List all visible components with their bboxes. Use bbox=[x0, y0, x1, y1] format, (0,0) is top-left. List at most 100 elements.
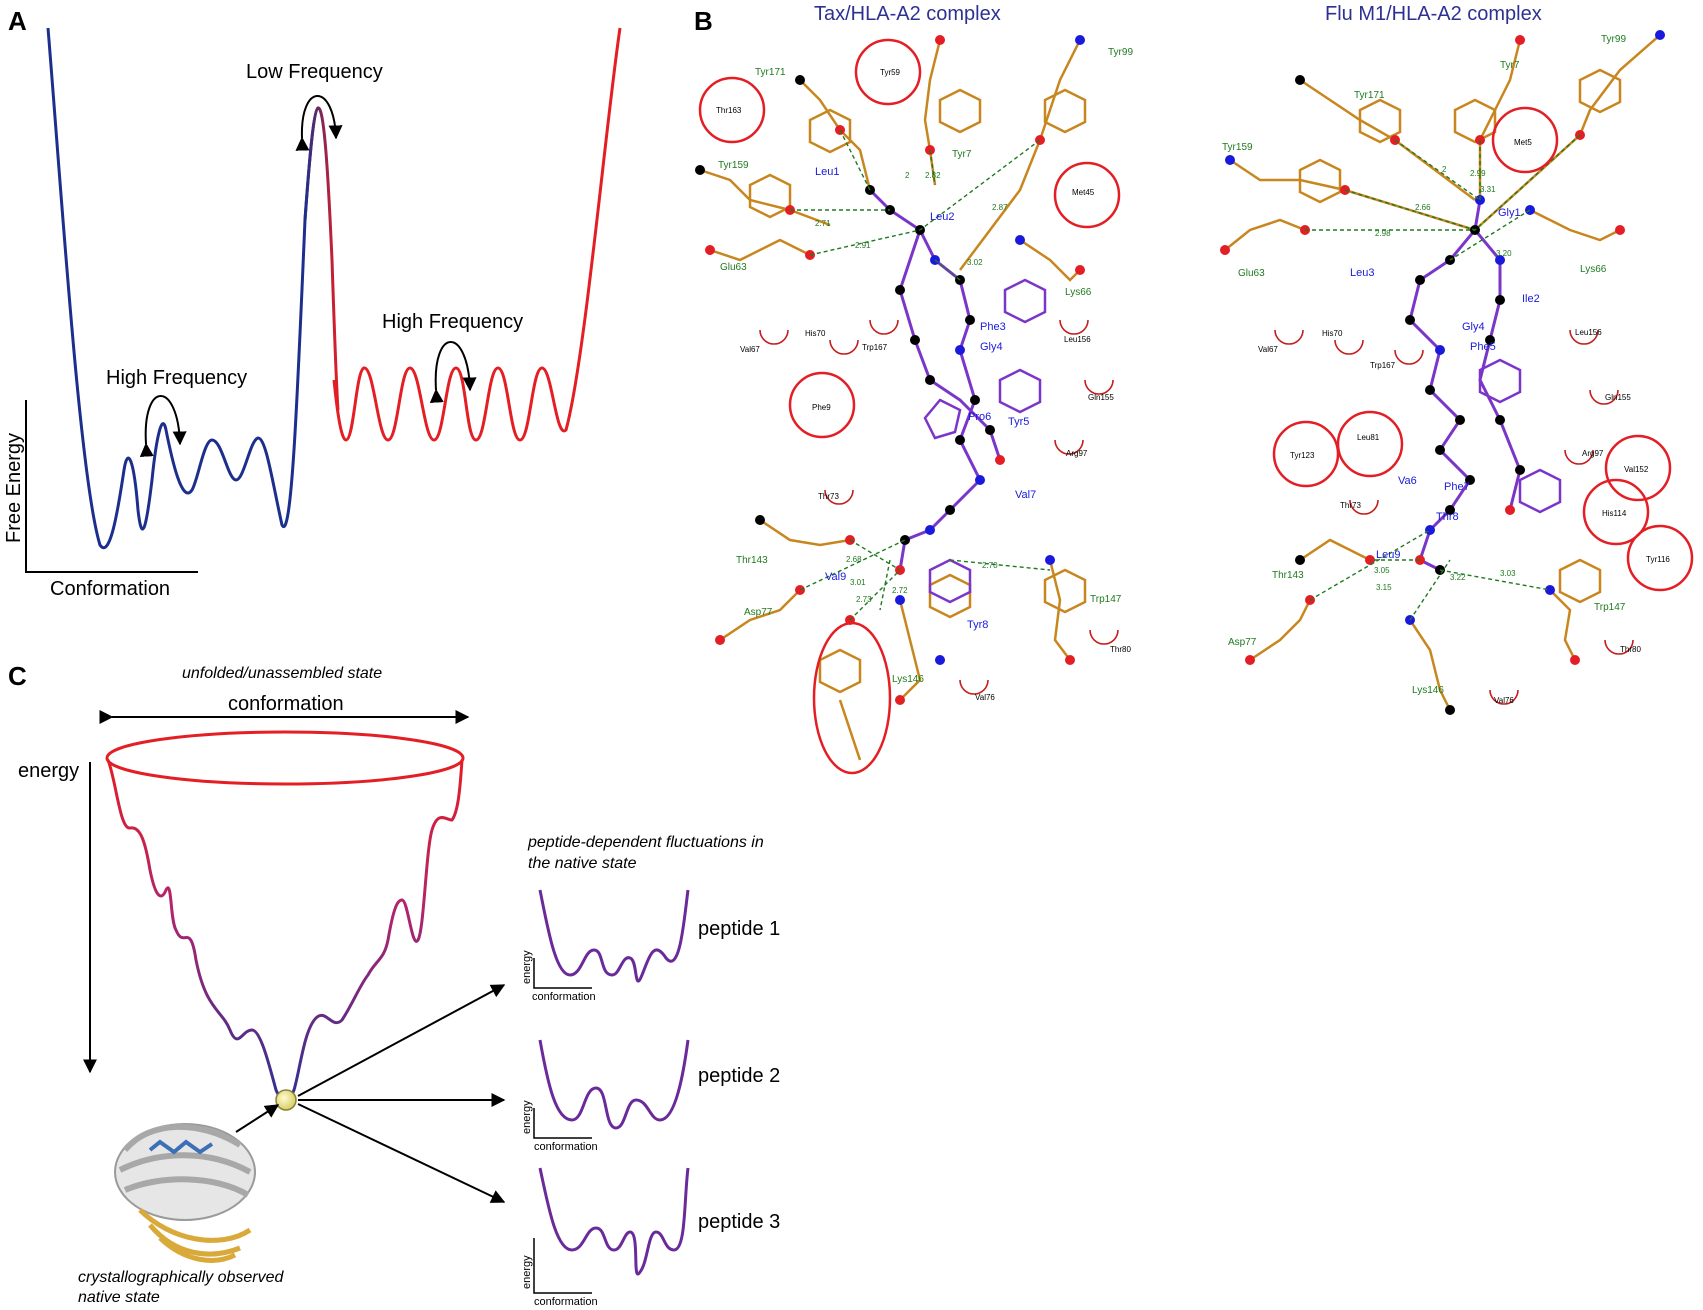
tax-res-glu63: Glu63 bbox=[720, 262, 747, 273]
high-frequency-arrow-left bbox=[139, 395, 187, 458]
panel-label-c: C bbox=[8, 661, 27, 691]
flu-contact-met5: Met5 bbox=[1514, 138, 1532, 147]
tax-contact-met45: Met45 bbox=[1072, 188, 1095, 197]
tax-contact-leu156: Leu156 bbox=[1064, 335, 1091, 344]
funnel-rim bbox=[105, 730, 465, 786]
peptide-1-label: peptide 1 bbox=[698, 918, 780, 940]
tax-res-tyr171: Tyr171 bbox=[755, 67, 786, 78]
flu-pep-thr8: Thr8 bbox=[1436, 511, 1459, 523]
tax-contact-phe9: Phe9 bbox=[812, 403, 831, 412]
flu-dist-7: 3.15 bbox=[1376, 583, 1392, 592]
tax-contact-val76: Val76 bbox=[975, 693, 995, 702]
panel-label-a: A bbox=[8, 6, 27, 36]
flu-dist-5: 3.20 bbox=[1496, 249, 1512, 258]
tax-contact-thr163: Thr163 bbox=[716, 106, 742, 115]
tax-res-trp147: Trp147 bbox=[1090, 594, 1122, 605]
flu-res-tyr171: Tyr171 bbox=[1354, 90, 1385, 101]
flu-hbonds bbox=[1305, 134, 1581, 621]
flu-peptide-branch bbox=[1473, 229, 1522, 511]
tax-res-tyr159: Tyr159 bbox=[718, 160, 749, 171]
tax-diagram: Tyr171 Tyr99 Tyr159 Tyr7 Glu63 Lys66 Thr… bbox=[695, 35, 1133, 775]
tax-pep-val9: Val9 bbox=[825, 571, 846, 583]
flu-res-asp77: Asp77 bbox=[1228, 637, 1257, 648]
tax-pep-gly4: Gly4 bbox=[980, 341, 1003, 353]
x-axis-label: Conformation bbox=[50, 578, 170, 600]
tax-contact-his70: His70 bbox=[805, 329, 826, 338]
panel-b: B Tax/HLA-A2 complex Flu M1/HLA-A2 compl… bbox=[694, 3, 1694, 775]
mini-landscape-3: energy conformation peptide 3 bbox=[521, 1167, 780, 1308]
tax-dist-7: 3.01 bbox=[850, 578, 866, 587]
flu-dist-9: 3.03 bbox=[1500, 569, 1516, 578]
tax-side-chains bbox=[699, 39, 1082, 761]
flu-diagram: Tyr99 Tyr7 Tyr171 Tyr159 Glu63 Lys66 Thr… bbox=[1220, 30, 1694, 715]
tax-peptide-rings bbox=[923, 278, 1047, 604]
flu-pep-phe7: Phe7 bbox=[1444, 481, 1470, 493]
flu-dist-4: 2.98 bbox=[1375, 229, 1391, 238]
flu-pep-leu3: Leu3 bbox=[1350, 267, 1374, 279]
tax-hbonds bbox=[790, 129, 1051, 621]
flu-contact-val76: Val76 bbox=[1494, 696, 1514, 705]
peptide-3-label: peptide 3 bbox=[698, 1211, 780, 1233]
flu-dist-0: 2 bbox=[1442, 165, 1447, 174]
tax-dist-3: 2.87 bbox=[992, 203, 1008, 212]
low-frequency-label: Low Frequency bbox=[246, 61, 383, 83]
energy-label: energy bbox=[18, 760, 79, 782]
mini-landscape-2: energy conformation peptide 2 bbox=[521, 1039, 780, 1153]
tax-contact-arg97: Arg97 bbox=[1066, 449, 1088, 458]
tax-contact-arcs bbox=[759, 319, 1119, 695]
tax-pep-tyr8: Tyr8 bbox=[967, 619, 988, 631]
flu-pep-ile2: Ile2 bbox=[1522, 293, 1540, 305]
flu-contact-arcs bbox=[1274, 329, 1634, 705]
flu-dist-8: 3.22 bbox=[1450, 573, 1466, 582]
flu-dist-6: 3.05 bbox=[1374, 566, 1390, 575]
tax-dist-4: 2.91 bbox=[855, 241, 871, 250]
native-label-line1: crystallographically observed bbox=[78, 1269, 285, 1286]
flu-pep-leu9: Leu9 bbox=[1376, 549, 1400, 561]
tax-title: Tax/HLA-A2 complex bbox=[814, 3, 1001, 25]
flu-contact-val67: Val67 bbox=[1258, 345, 1278, 354]
peptide-2-label: peptide 2 bbox=[698, 1065, 780, 1087]
high-frequency-arrow-right bbox=[429, 341, 477, 404]
flu-contact-trp167: Trp167 bbox=[1370, 361, 1396, 370]
flu-title: Flu M1/HLA-A2 complex bbox=[1325, 3, 1542, 25]
flu-contact-leu81: Leu81 bbox=[1357, 433, 1380, 442]
unfolded-label: unfolded/unassembled state bbox=[182, 665, 382, 682]
flu-pep-va6: Va6 bbox=[1398, 475, 1417, 487]
panel-label-b: B bbox=[694, 6, 713, 36]
mini3-energy: energy bbox=[521, 1255, 533, 1289]
flu-res-tyr99: Tyr99 bbox=[1601, 34, 1626, 45]
flu-res-tyr7: Tyr7 bbox=[1500, 60, 1520, 71]
fluctuations-label-line1: peptide-dependent fluctuations in bbox=[527, 834, 764, 851]
arrow-to-peptide-1 bbox=[297, 984, 506, 1097]
flu-contact-arg97: Arg97 bbox=[1582, 449, 1604, 458]
tax-res-tyr7: Tyr7 bbox=[952, 149, 972, 160]
flu-dist-2: 3.31 bbox=[1480, 185, 1496, 194]
native-pointer-arrow bbox=[235, 1104, 280, 1133]
tax-atoms bbox=[695, 35, 1085, 705]
panel-c: C unfolded/unassembled state conformatio… bbox=[8, 661, 780, 1308]
flu-dist-1: 2.99 bbox=[1470, 169, 1486, 178]
panel-a: A Low Frequency High Frequency High Freq… bbox=[3, 6, 622, 600]
flu-contact-his70: His70 bbox=[1322, 329, 1343, 338]
mini2-energy: energy bbox=[521, 1100, 533, 1134]
flu-contact-his114: His114 bbox=[1602, 509, 1627, 518]
arrow-to-peptide-3 bbox=[297, 1103, 506, 1203]
high-frequency-label-right: High Frequency bbox=[382, 311, 523, 333]
mini2-conformation: conformation bbox=[534, 1141, 598, 1153]
flu-contact-tyr116: Tyr116 bbox=[1646, 555, 1670, 564]
tax-contact-tyr59: Tyr59 bbox=[880, 68, 901, 77]
flu-res-trp147: Trp147 bbox=[1594, 602, 1626, 613]
conformation-label: conformation bbox=[228, 693, 344, 715]
tax-res-lys66: Lys66 bbox=[1065, 287, 1092, 298]
tax-dist-10: 2.70 bbox=[982, 561, 998, 570]
flu-pep-gly4: Gly4 bbox=[1462, 321, 1485, 333]
tax-res-lys146: Lys146 bbox=[892, 674, 924, 685]
flu-rings bbox=[1298, 68, 1622, 604]
tax-pep-pro6: Pro6 bbox=[968, 411, 991, 423]
tax-dist-1: 2.82 bbox=[925, 171, 941, 180]
flu-contact-leu156: Leu156 bbox=[1575, 328, 1602, 337]
flu-res-glu63: Glu63 bbox=[1238, 268, 1265, 279]
low-frequency-arrow bbox=[295, 95, 343, 151]
tax-contact-gln155: Gln155 bbox=[1088, 393, 1114, 402]
